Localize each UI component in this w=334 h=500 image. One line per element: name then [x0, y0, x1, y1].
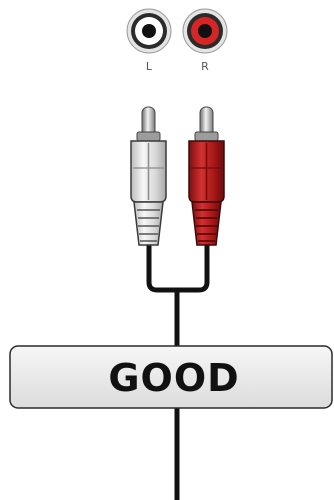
status-text: GOOD: [108, 356, 239, 400]
jack-right-label: R: [201, 60, 209, 73]
plug-right-red: [188, 106, 225, 246]
plug-right-strain-relief: [191, 201, 222, 246]
plug-right-pin-collar: [194, 131, 219, 142]
jack-right: R: [182, 8, 228, 73]
jack-right-hole: [198, 24, 212, 38]
cable: [146, 242, 210, 500]
status-box: GOOD: [9, 345, 333, 409]
plug-left-pin-collar: [136, 131, 161, 142]
plug-left-strain-relief: [133, 201, 164, 246]
cable-right-branch: [174, 242, 210, 293]
jack-left-hole: [142, 24, 156, 38]
status-box-frame: [9, 345, 333, 409]
jack-left-label: L: [146, 60, 153, 73]
jack-left: L: [126, 8, 172, 73]
plug-left-white: [130, 106, 167, 246]
cable-left-branch: [146, 242, 180, 293]
